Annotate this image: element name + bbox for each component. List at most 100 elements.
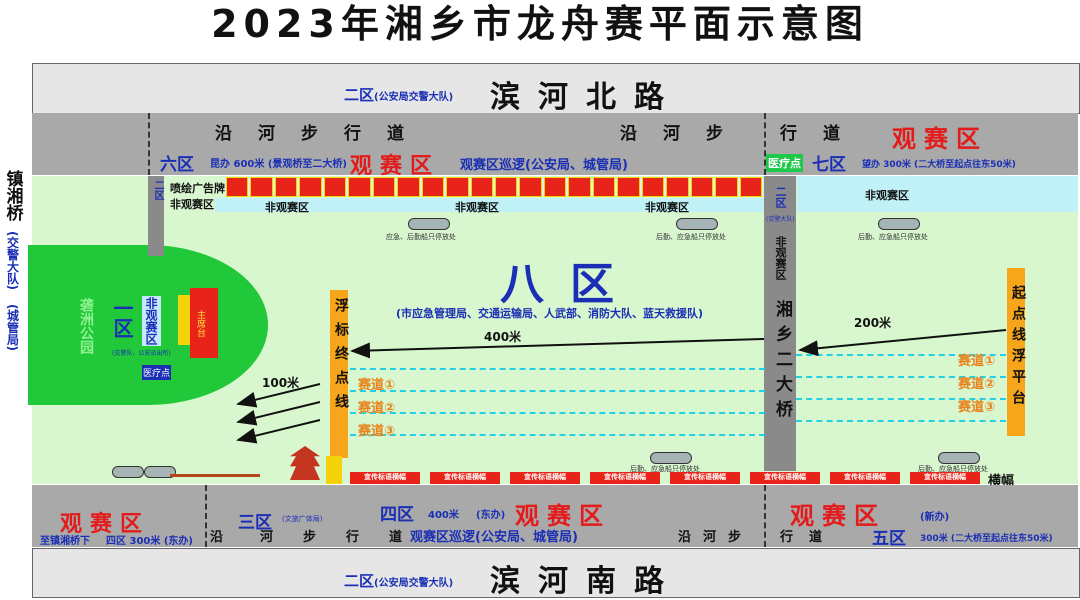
non-watch-strip-right xyxy=(797,176,1078,212)
zone1-non-watch: 非观赛区 xyxy=(142,296,161,346)
boat-note-4: 后勤、应急船只停放处 xyxy=(630,465,700,473)
south-zone-label: 二区 xyxy=(344,572,375,590)
zone4-patrol: 观赛区巡逻(公安局、城管局) xyxy=(410,530,578,545)
distance-100: 100米 xyxy=(262,376,300,390)
south-left-detail2: 四区 300米 (东办) xyxy=(106,536,193,547)
bridge-non-watch: 非观赛区 xyxy=(774,236,787,280)
south-left-watch: 观赛区 xyxy=(60,512,151,537)
zone3-label: 三区 xyxy=(238,513,272,533)
zone5-label: 五区 xyxy=(872,529,906,549)
lane-right-3: 赛道③ xyxy=(958,400,996,415)
boat-icon xyxy=(878,218,920,230)
start-line-label: 起点线浮平台 xyxy=(1010,285,1026,411)
dragon-boats xyxy=(170,466,260,477)
lane-right-1: 赛道① xyxy=(958,354,996,369)
stage-box xyxy=(190,288,218,358)
zone4-watch: 观赛区 xyxy=(515,502,611,530)
lane-right-2: 赛道② xyxy=(958,377,996,392)
banner: 宣传标语横幅 xyxy=(510,472,580,484)
arrow-100-1 xyxy=(236,383,321,408)
south-road-name: 滨河南路 xyxy=(490,564,682,599)
zone6-patrol: 观赛区巡逻(公安局、城管局) xyxy=(460,158,628,173)
south-walkway-text-2: 河步行道 xyxy=(260,530,433,545)
lane-line xyxy=(350,368,765,370)
south-dash-left xyxy=(205,485,207,547)
bridge-zone-label: 二区 xyxy=(774,186,787,208)
zone8-units: (市应急管理局、交通运输局、人武部、消防大队、蓝天救援队) xyxy=(396,307,704,320)
zone6-label: 六区 xyxy=(160,155,194,175)
boat-icon xyxy=(144,466,176,478)
zone7-label: 七区 xyxy=(812,155,846,175)
zone5-side: (新办) xyxy=(920,512,950,523)
north-walkway xyxy=(32,113,1078,175)
zone1-medical: 医疗点 xyxy=(142,365,172,380)
arrow-100-3 xyxy=(236,419,321,444)
page-title: 2023年湘乡市龙舟赛平面示意图 xyxy=(211,2,869,46)
north-zone-label: 二区 xyxy=(344,86,375,104)
north-zone-unit: (公安局交警大队) xyxy=(374,92,454,103)
north-walkway-text-3: 行道 xyxy=(780,124,866,144)
zone5-detail: 300米 (二大桥至起点往东50米) xyxy=(920,534,1053,544)
non-watch-strip-mid xyxy=(215,198,764,212)
north-road xyxy=(32,63,1080,114)
banner: 宣传标语横幅 xyxy=(830,472,900,484)
boat-note-3: 后勤、应急船只停放处 xyxy=(858,233,928,241)
arrow-200 xyxy=(798,329,1007,357)
non-watch-label-1: 非观赛区 xyxy=(170,198,214,211)
south-walkway-text-4: 行道 xyxy=(780,530,839,545)
arrow-100-2 xyxy=(236,401,321,426)
boat-note-1: 应急、后勤船只停放处 xyxy=(386,233,456,241)
lane-left-2: 赛道② xyxy=(358,401,396,416)
stage-label: 主席台 xyxy=(195,310,205,337)
distance-400: 400米 xyxy=(484,330,522,344)
non-watch-label-5: 非观赛区 xyxy=(865,189,909,202)
zone3-sub: (文旅广体局) xyxy=(282,515,323,523)
left-gray-bar xyxy=(148,176,164,256)
banner: 宣传标语横幅 xyxy=(350,472,420,484)
south-walkway-text-1: 沿 xyxy=(210,530,254,545)
stage-side xyxy=(178,295,190,345)
park-name: 砻洲公园 xyxy=(78,298,94,354)
north-walkway-text-1: 沿河步行道 xyxy=(215,124,430,144)
north-walkway-text-2: 沿河步 xyxy=(620,124,749,144)
boat-icon xyxy=(112,466,144,478)
zone6-watch: 观赛区 xyxy=(350,154,441,179)
left-bridge: 镇湘桥 (交警大队) (城管局) xyxy=(0,170,26,351)
north-flags xyxy=(226,177,762,197)
bridge-zone-sub: (交警大队) xyxy=(766,216,795,223)
south-zone-unit: (公安局交警大队) xyxy=(374,578,454,589)
lane-line xyxy=(350,390,765,392)
north-dash-left xyxy=(148,113,150,175)
left-bridge-unit1: (交警大队) xyxy=(5,231,20,290)
lane-left-3: 赛道③ xyxy=(358,424,396,439)
zone7-watch: 观赛区 xyxy=(892,125,988,153)
non-watch-label-4: 非观赛区 xyxy=(645,201,689,214)
lane-line xyxy=(796,420,1006,422)
south-walkway-text-3: 沿河步 xyxy=(678,530,754,545)
lane-line xyxy=(350,434,765,436)
lane-line xyxy=(796,354,1006,356)
left-bar-zone: 二区 xyxy=(152,180,163,200)
lane-line xyxy=(796,398,1006,400)
finish-line-buoy xyxy=(330,290,348,458)
south-road-zone: 二区(公安局交警大队) xyxy=(344,570,453,591)
arrow-400 xyxy=(350,338,765,359)
banner: 宣传标语横幅 xyxy=(750,472,820,484)
banner: 宣传标语横幅 xyxy=(590,472,660,484)
north-road-name: 滨河北路 xyxy=(490,80,682,115)
second-bridge xyxy=(764,176,796,471)
south-left-detail1: 至镇湘桥下 xyxy=(40,536,90,547)
start-platform xyxy=(1007,268,1025,436)
boat-note-5: 后勤、应急船只停放处 xyxy=(918,465,988,473)
boat-icon xyxy=(676,218,718,230)
zone8-label: 八区 xyxy=(500,259,640,310)
zone1-sub: (交警队、公安派出所) xyxy=(112,350,171,357)
banner: 宣传标语横幅 xyxy=(910,472,980,484)
zone3-side-box xyxy=(326,456,342,484)
zone4-detail: 400米 xyxy=(428,510,459,521)
left-bridge-unit2: (城管局) xyxy=(5,303,20,351)
banner: 宣传标语横幅 xyxy=(430,472,500,484)
finish-line-label: 浮标终点线 xyxy=(333,298,349,418)
south-dash-right xyxy=(764,485,766,547)
